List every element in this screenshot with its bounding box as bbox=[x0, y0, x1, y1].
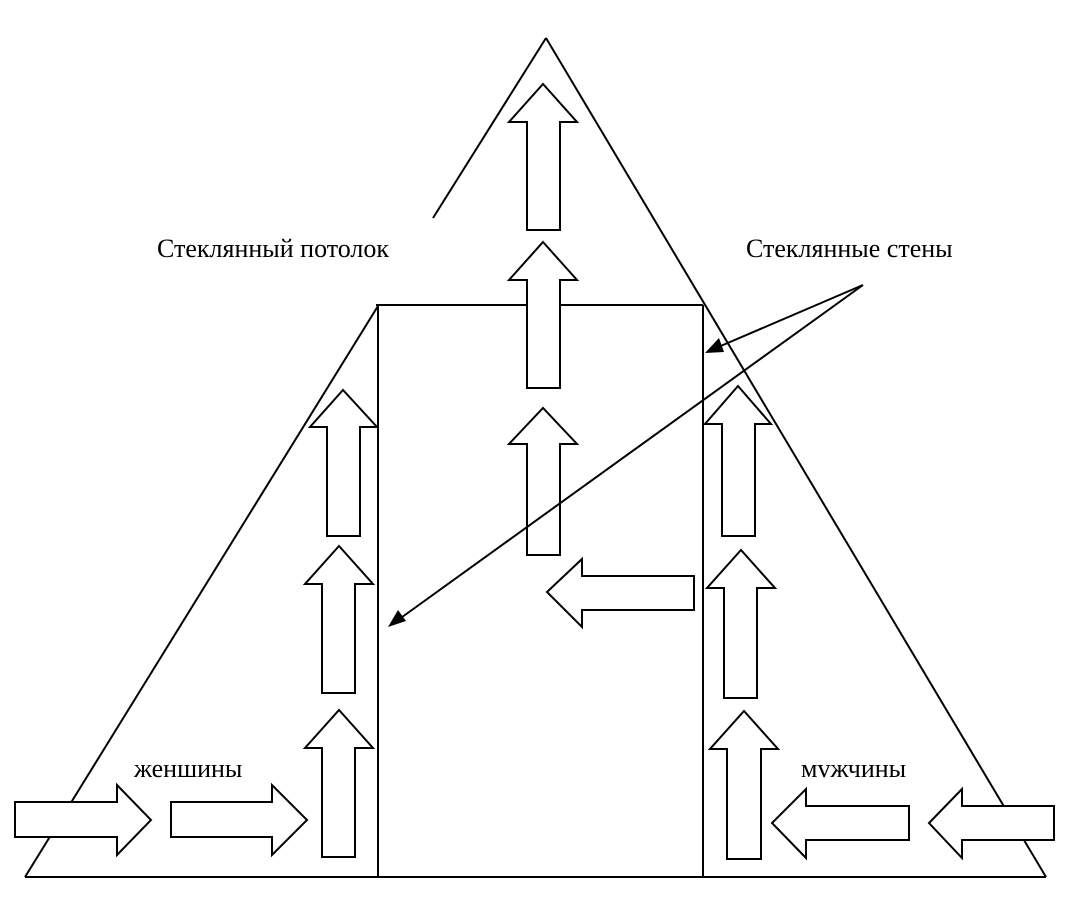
left-up-arrow bbox=[302, 544, 376, 694]
pyramid-left-side-lower bbox=[24, 305, 379, 878]
right-up-arrow bbox=[704, 548, 778, 699]
glass-ceiling-label: Стеклянный потолок bbox=[157, 234, 389, 263]
pointer-head-left-wall bbox=[388, 610, 406, 627]
women-entry-arrows bbox=[14, 782, 309, 858]
right-pointing-arrow bbox=[14, 782, 153, 858]
men-entry-arrows bbox=[770, 786, 1055, 861]
men-label: мvжчины bbox=[801, 754, 906, 783]
inner-left-pointing-arrow bbox=[545, 556, 695, 630]
right-up-arrow bbox=[702, 384, 774, 537]
pyramid-left-side-upper bbox=[432, 37, 547, 219]
pyramid-outline bbox=[24, 37, 1047, 878]
center-up-arrow bbox=[506, 82, 580, 231]
right-up-arrow bbox=[707, 709, 781, 860]
right-up-arrows bbox=[702, 384, 781, 860]
left-up-arrows bbox=[302, 388, 380, 858]
left-pointing-arrow bbox=[927, 786, 1055, 861]
pointer-head-right-wall bbox=[705, 338, 724, 353]
pyramid-right-side bbox=[545, 37, 1047, 878]
glass-walls-pointers bbox=[388, 284, 864, 627]
left-pointing-arrow bbox=[770, 786, 910, 861]
center-up-arrows bbox=[506, 82, 580, 556]
glass-walls-label: Стеклянные стены bbox=[746, 234, 953, 263]
pointer-line-left-wall bbox=[397, 284, 864, 621]
center-up-arrow bbox=[506, 240, 580, 389]
center-up-arrow bbox=[506, 406, 580, 556]
left-up-arrow bbox=[302, 708, 376, 858]
pointer-line-right-wall bbox=[715, 284, 864, 349]
left-up-arrow bbox=[307, 388, 380, 537]
women-label: женшины bbox=[133, 754, 242, 783]
right-pointing-arrow bbox=[170, 782, 309, 858]
